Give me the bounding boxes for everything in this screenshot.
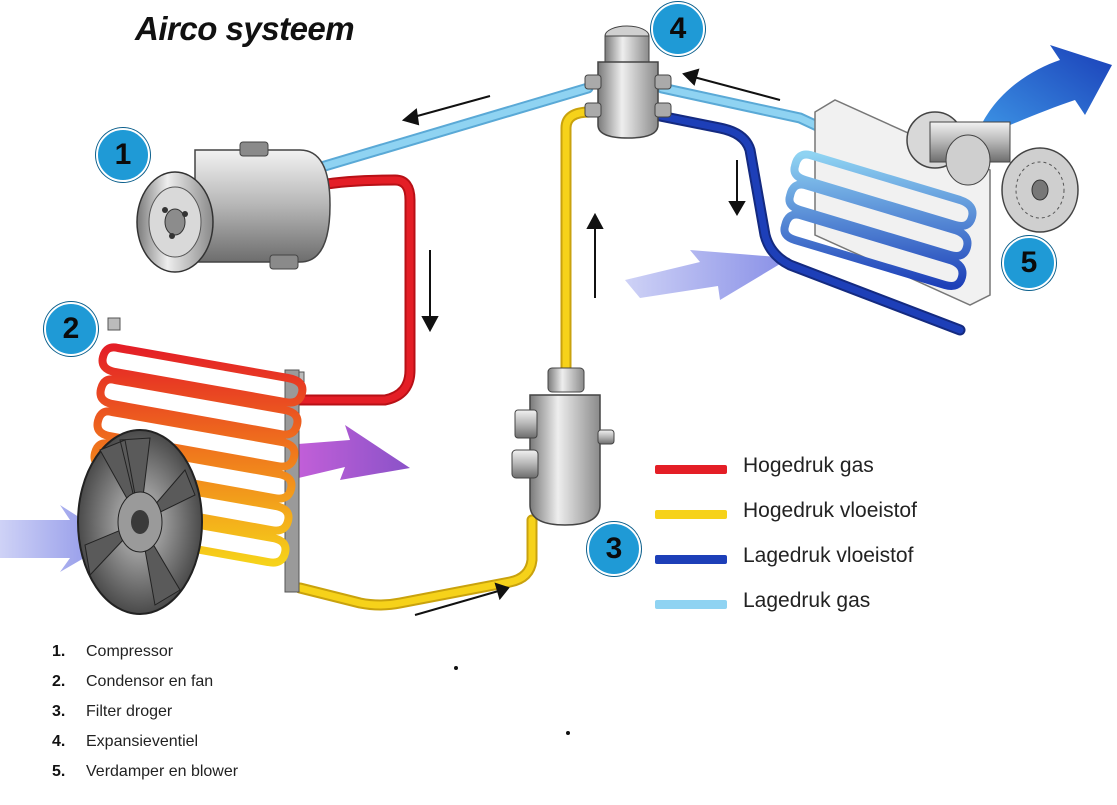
compressor-illustration	[136, 141, 331, 273]
legend: Hogedruk gas Hogedruk vloeistof Lagedruk…	[655, 452, 955, 632]
part-label: Filter droger	[86, 703, 173, 720]
blower-illustration	[906, 111, 1079, 233]
part-number: 1.	[52, 643, 66, 660]
parts-list-item: 4. Expansieventiel	[52, 733, 238, 763]
filter-dryer-illustration	[511, 367, 615, 526]
badge-compressor: 1	[96, 128, 150, 182]
speck	[454, 666, 458, 670]
pipe-high-pressure-gas	[294, 174, 416, 406]
part-number: 2.	[52, 673, 66, 690]
parts-list-item: 2. Condensor en fan	[52, 673, 238, 703]
legend-swatch-low-pressure-gas	[655, 600, 727, 609]
parts-list: 1. Compressor 2. Condensor en fan 3. Fil…	[52, 643, 238, 793]
legend-label: Lagedruk vloeistof	[743, 544, 914, 567]
legend-item: Lagedruk gas	[655, 587, 955, 632]
warm-air-arrow	[285, 425, 410, 480]
diagram-title: Airco systeem	[135, 10, 355, 47]
part-label: Condensor en fan	[86, 673, 214, 690]
legend-swatch-low-pressure-liquid	[655, 555, 727, 564]
part-number: 5.	[52, 763, 66, 780]
legend-label: Hogedruk gas	[743, 454, 874, 477]
condenser-fan-illustration	[77, 429, 203, 615]
badge-evaporator: 5	[1002, 236, 1056, 290]
badge-condenser: 2	[44, 302, 98, 356]
cold-air-arrow-right	[625, 250, 790, 300]
part-number: 4.	[52, 733, 66, 750]
legend-swatch-high-pressure-liquid	[655, 510, 727, 519]
parts-list-item: 1. Compressor	[52, 643, 238, 673]
part-label: Compressor	[86, 643, 174, 660]
expansion-valve-illustration	[584, 25, 672, 139]
part-label: Verdamper en blower	[86, 763, 239, 780]
legend-label: Lagedruk gas	[743, 589, 871, 612]
speck	[566, 731, 570, 735]
condenser-illustration	[84, 317, 307, 593]
outflow-arrow	[975, 45, 1112, 140]
badge-filter-dryer: 3	[587, 522, 641, 576]
legend-item: Lagedruk vloeistof	[655, 542, 955, 587]
badge-expansion-valve: 4	[651, 2, 705, 56]
legend-item: Hogedruk gas	[655, 452, 955, 497]
flow-arrow	[401, 68, 781, 616]
parts-list-item: 5. Verdamper en blower	[52, 763, 238, 793]
part-number: 3.	[52, 703, 66, 720]
legend-swatch-high-pressure-gas	[655, 465, 727, 474]
part-label: Expansieventiel	[86, 733, 199, 750]
pipe-low-pressure-liquid	[649, 109, 966, 336]
legend-item: Hogedruk vloeistof	[655, 497, 955, 542]
parts-list-item: 3. Filter droger	[52, 703, 238, 733]
legend-label: Hogedruk vloeistof	[743, 499, 917, 522]
